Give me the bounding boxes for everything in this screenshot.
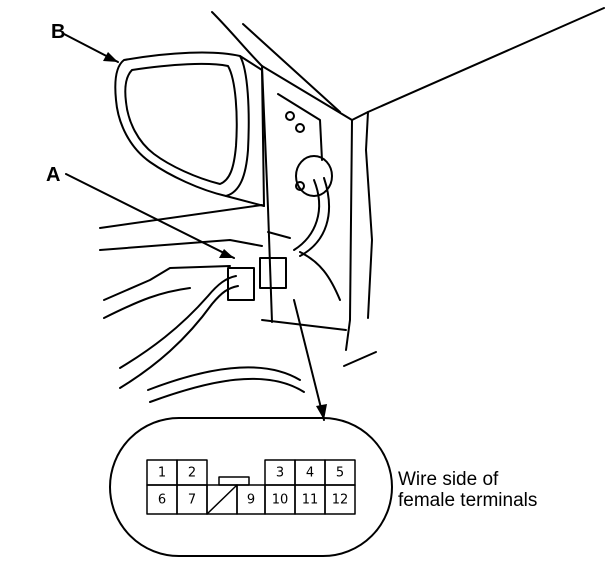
connector-caption-line1: Wire side of xyxy=(398,469,499,490)
connector-caption-line2: female terminals xyxy=(398,490,538,511)
terminal-12: 12 xyxy=(332,493,349,508)
arrowheads xyxy=(103,52,327,420)
terminal-1: 1 xyxy=(158,466,166,481)
terminal-7: 7 xyxy=(188,493,196,508)
terminal-3: 3 xyxy=(276,466,284,481)
terminal-grid xyxy=(146,459,356,515)
terminal-5: 5 xyxy=(336,466,344,481)
wire-harness xyxy=(119,177,377,403)
callout-label-mirror: B xyxy=(51,21,66,43)
callout-label-connector: A xyxy=(46,164,61,186)
terminal-face xyxy=(109,417,393,557)
harness-connectors xyxy=(227,257,287,301)
terminal-9: 9 xyxy=(247,493,255,508)
side-mirror xyxy=(114,51,265,207)
terminal-11: 11 xyxy=(302,493,319,508)
terminal-6: 6 xyxy=(158,493,166,508)
mirror-mount xyxy=(285,111,333,197)
terminal-10: 10 xyxy=(272,493,289,508)
terminal-2: 2 xyxy=(188,466,196,481)
door-frame xyxy=(99,7,605,351)
terminal-4: 4 xyxy=(306,466,314,481)
